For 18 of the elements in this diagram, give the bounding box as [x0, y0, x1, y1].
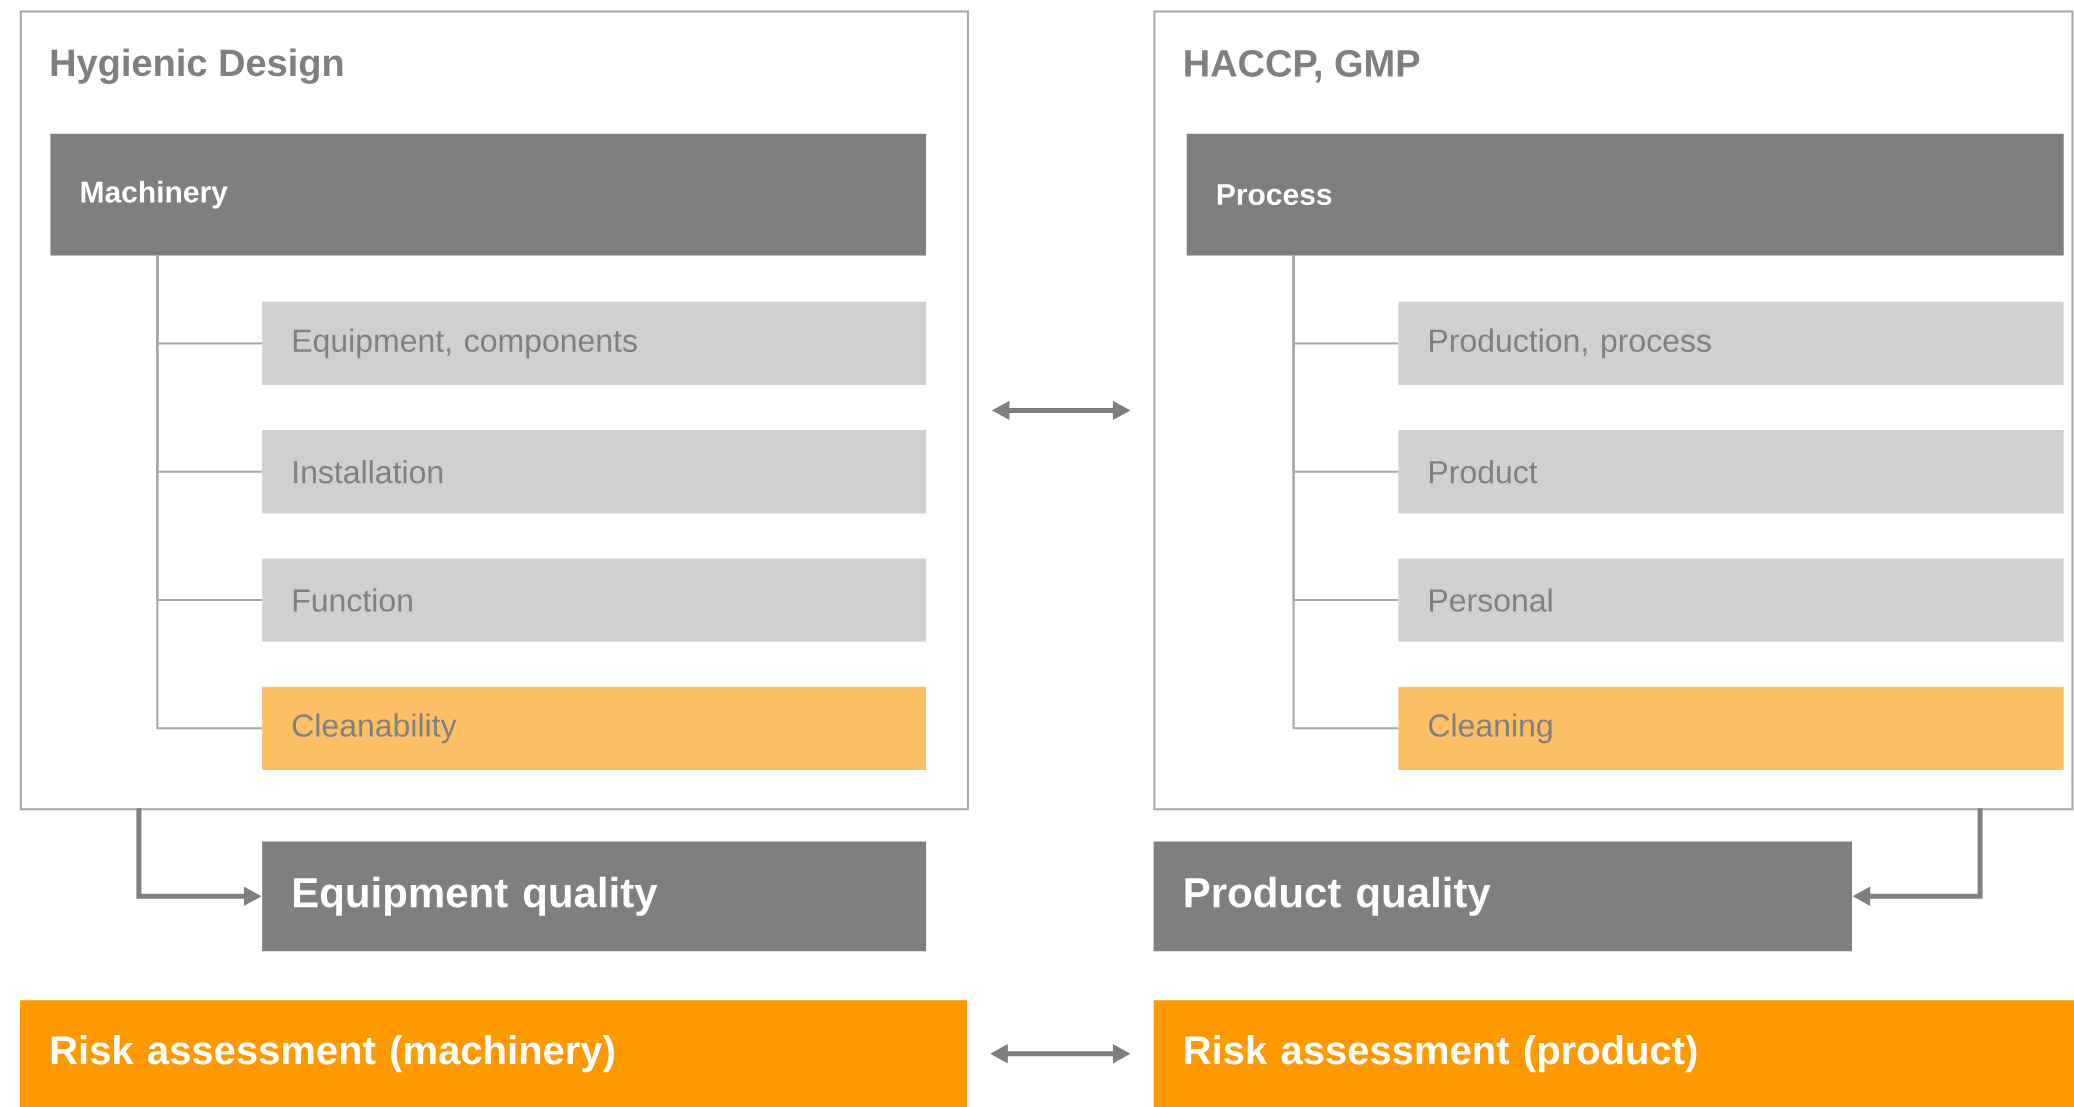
tree-line: [1292, 254, 1400, 730]
header-box: Process: [1186, 133, 2064, 256]
item-box: Equipment, components: [262, 301, 927, 386]
item-box: Function: [262, 558, 927, 642]
quality-box: Product quality: [1153, 841, 1852, 952]
risk-box: Risk assessment (machinery): [20, 1000, 968, 1107]
item-box: Installation: [262, 430, 927, 514]
item-box: Personal: [1398, 558, 2064, 642]
group-title: HACCP, GMP: [1185, 49, 1420, 83]
item-box: Production, process: [1398, 301, 2064, 386]
item-box: Product: [1398, 430, 2064, 514]
risk-box: Risk assessment (product): [1153, 1000, 2074, 1107]
quality-box: Equipment quality: [262, 841, 927, 952]
group-title: Hygienic Design: [51, 48, 343, 84]
tree-line: [156, 254, 263, 730]
highlight-box: Cleanability: [262, 686, 927, 770]
highlight-box: Cleaning: [1398, 686, 2064, 770]
header-box: Machinery: [50, 133, 926, 256]
